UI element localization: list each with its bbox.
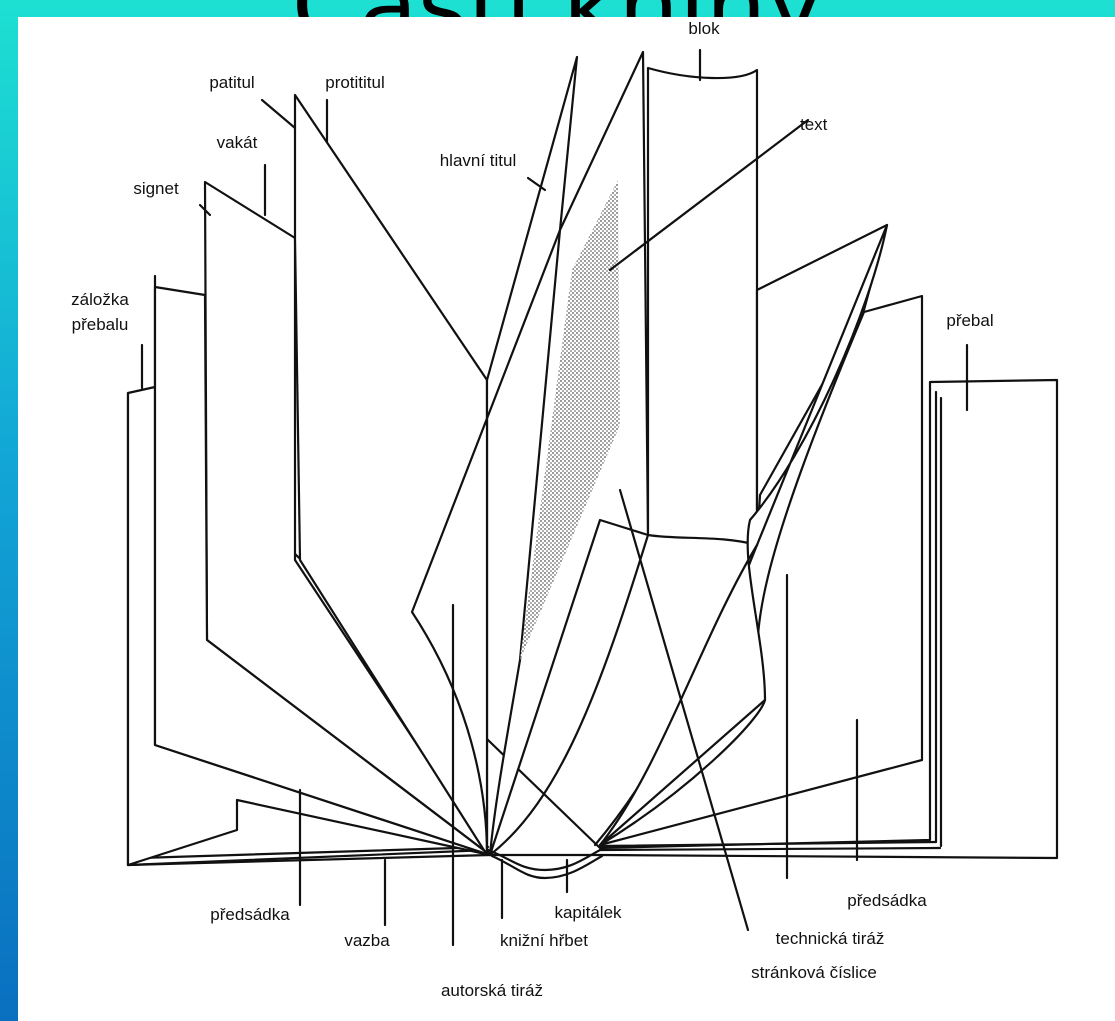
label-zalozka-2: přebalu bbox=[72, 315, 129, 334]
label-strankova-cislice: stránková číslice bbox=[751, 963, 877, 982]
label-kapitalek: kapitálek bbox=[554, 903, 622, 922]
label-predsadka-right: předsádka bbox=[847, 891, 927, 910]
label-patitul: patitul bbox=[209, 73, 254, 92]
label-predsadka-left: předsádka bbox=[210, 905, 290, 924]
label-technicka-tiraz: technická tiráž bbox=[776, 929, 885, 948]
label-zalozka-1: záložka bbox=[71, 290, 129, 309]
label-prebal: přebal bbox=[946, 311, 993, 330]
label-text: text bbox=[800, 115, 828, 134]
label-hlavni-titul: hlavní titul bbox=[440, 151, 517, 170]
label-knizni-hrbet: knižní hřbet bbox=[500, 931, 588, 950]
label-blok: blok bbox=[688, 19, 720, 38]
label-signet: signet bbox=[133, 179, 179, 198]
label-autorska-tiraz: autorská tiráž bbox=[441, 981, 543, 1000]
text-block bbox=[648, 68, 757, 545]
label-protititul: protititul bbox=[325, 73, 385, 92]
label-vazba: vazba bbox=[344, 931, 390, 950]
label-vakat: vakát bbox=[217, 133, 258, 152]
